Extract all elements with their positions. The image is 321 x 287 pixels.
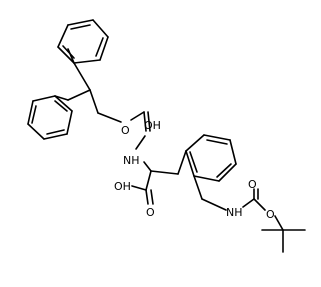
atom-o-boc-ester: O xyxy=(266,208,275,221)
atom-o-boc-carbonyl: O xyxy=(248,178,257,191)
phenyl-ring xyxy=(177,134,237,182)
atom-o-carbonyl: O xyxy=(146,206,155,219)
atom-nh-side: NH xyxy=(226,206,243,219)
atom-oh-carboxyl: OH xyxy=(114,180,131,193)
fluorene-lower-benzene xyxy=(27,95,73,140)
fmoc-linker xyxy=(89,89,151,150)
fluorene-upper-benzene xyxy=(57,19,109,64)
amino-acid-backbone xyxy=(131,161,179,205)
atom-o-carbamate-ester: O xyxy=(121,124,130,137)
atom-oh-carbamate: OH xyxy=(144,119,161,132)
boc-side-chain xyxy=(193,175,306,253)
atom-nh-alpha: NH xyxy=(123,154,140,167)
fluorene-five-ring xyxy=(54,48,91,101)
